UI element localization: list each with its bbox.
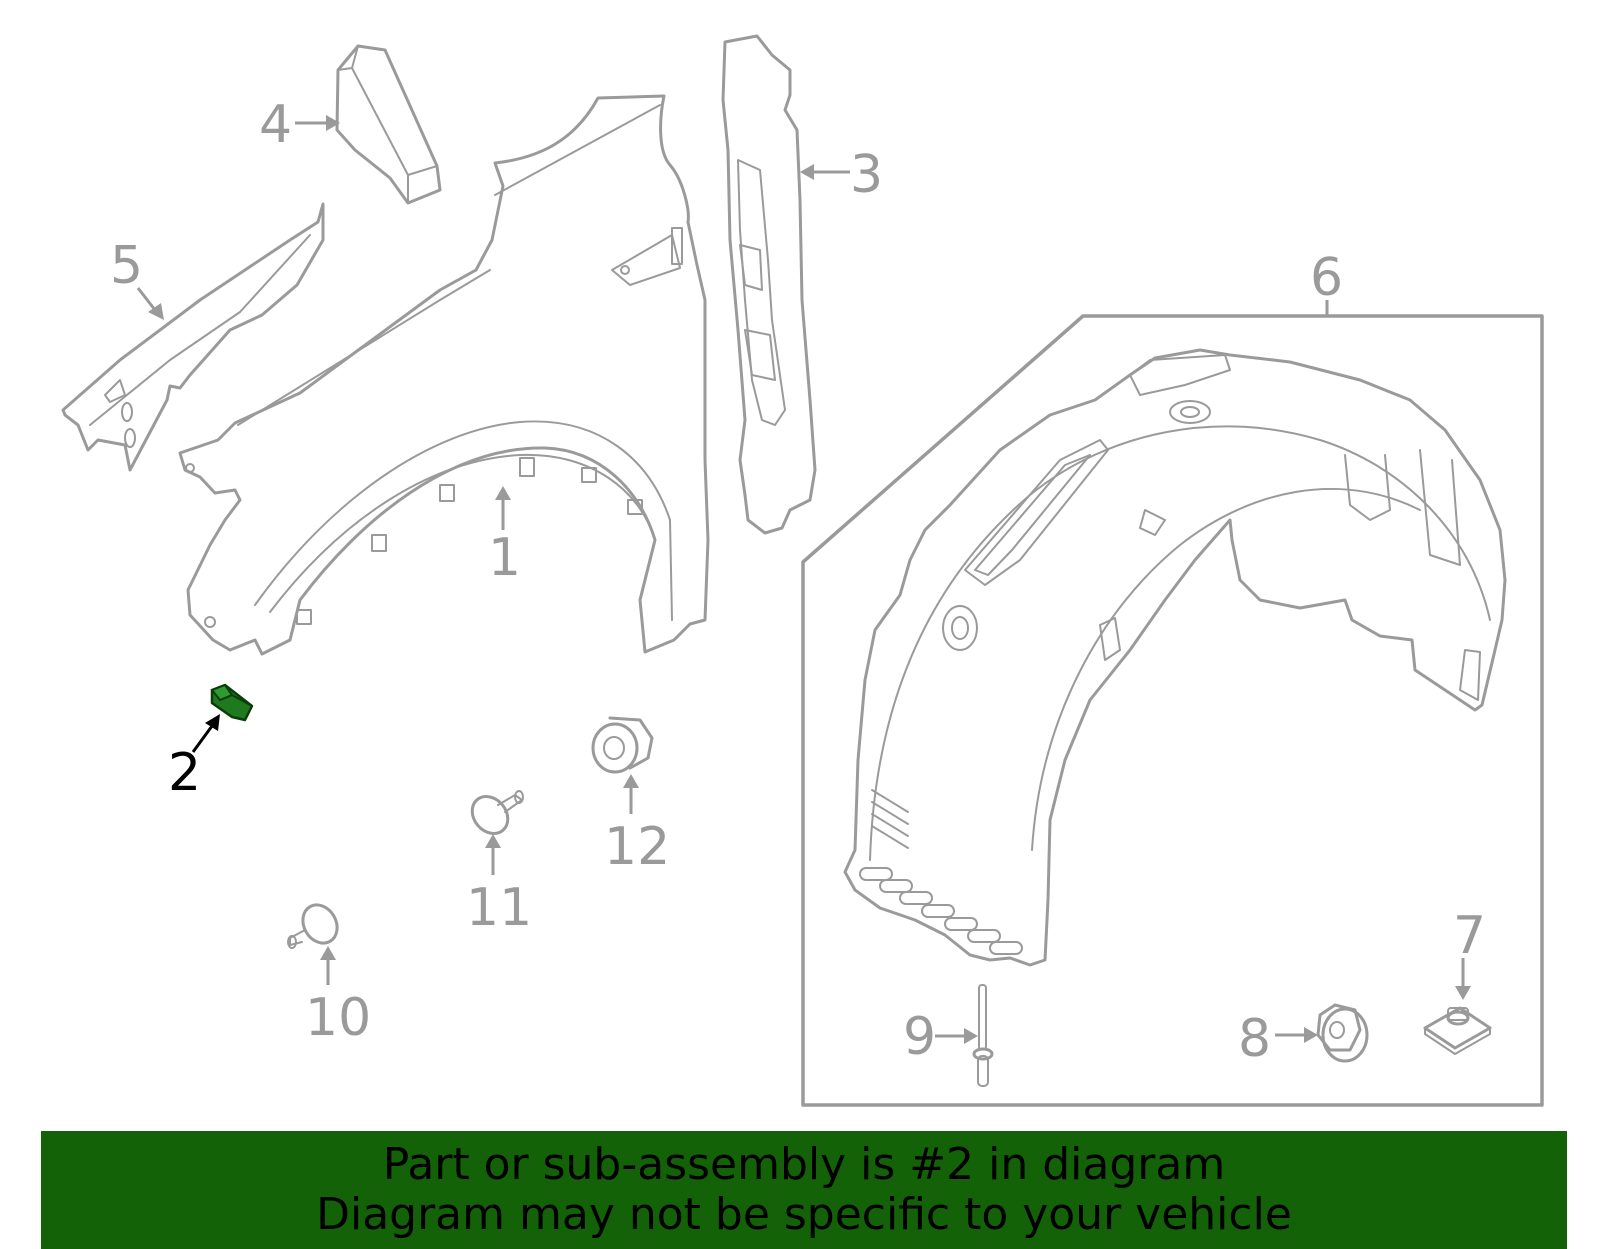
callout-4[interactable]: 4 xyxy=(259,95,292,155)
callout-5[interactable]: 5 xyxy=(110,236,143,296)
part-2-clip[interactable] xyxy=(210,683,254,722)
part-3-seal[interactable] xyxy=(721,34,817,535)
part-7-clip-nut[interactable] xyxy=(1423,1006,1492,1055)
banner-line-2: Diagram may not be specific to your vehi… xyxy=(316,1189,1292,1240)
part-10-rivet[interactable] xyxy=(287,899,344,950)
callout-11[interactable]: 11 xyxy=(466,878,532,938)
callout-9[interactable]: 9 xyxy=(903,1007,936,1067)
part-9-pin[interactable] xyxy=(972,984,994,1087)
callout-8[interactable]: 8 xyxy=(1238,1009,1271,1069)
callout-labels: 1 2 3 4 5 6 7 8 9 10 11 12 xyxy=(110,95,1486,1069)
leader-arrows xyxy=(136,115,1471,1044)
callout-1[interactable]: 1 xyxy=(488,528,521,588)
part-4-block[interactable] xyxy=(335,44,442,205)
part-12-grommet[interactable] xyxy=(591,716,654,774)
part-1-fender[interactable] xyxy=(178,94,710,656)
part-6-vent-slots xyxy=(871,789,909,849)
callout-10[interactable]: 10 xyxy=(305,988,371,1048)
part-6-fender-liner[interactable] xyxy=(843,348,1507,967)
callout-7[interactable]: 7 xyxy=(1453,906,1486,966)
part-6-ribs xyxy=(859,867,1023,955)
info-banner: Part or sub-assembly is #2 in diagram Di… xyxy=(41,1131,1567,1249)
part-8-flange-nut[interactable] xyxy=(1316,1003,1369,1063)
banner-line-1: Part or sub-assembly is #2 in diagram xyxy=(382,1139,1226,1190)
callout-2[interactable]: 2 xyxy=(168,743,201,803)
callout-12[interactable]: 12 xyxy=(604,817,670,877)
part-11-rivet[interactable] xyxy=(465,789,524,840)
part-6-group-box xyxy=(801,314,1544,1107)
callout-3[interactable]: 3 xyxy=(850,145,883,205)
part-5-bracket[interactable] xyxy=(61,202,325,472)
callout-6[interactable]: 6 xyxy=(1310,248,1343,308)
